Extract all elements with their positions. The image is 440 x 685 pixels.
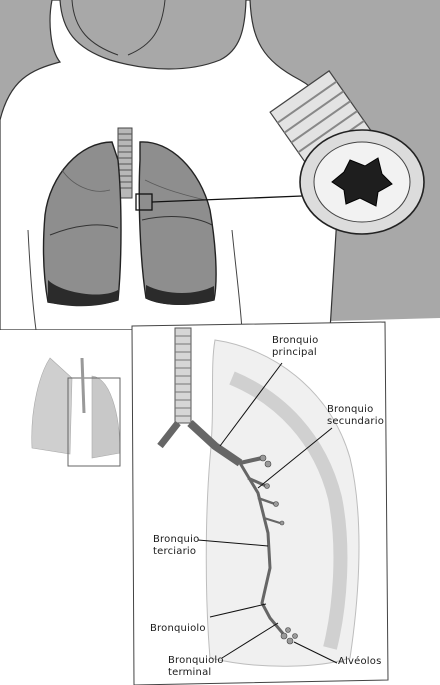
- bronchial-trachea: [175, 328, 191, 423]
- thumbnail-lungs: [32, 358, 120, 466]
- top-illustration: [0, 0, 440, 330]
- label-alveolos: Alvéolos: [338, 656, 382, 668]
- label-bronquio-terciario: Bronquio terciario: [153, 534, 199, 558]
- label-bronquio-principal: Bronquio principal: [272, 335, 318, 359]
- bottom-illustration: [0, 318, 440, 685]
- bronchial-tree-svg: [0, 318, 440, 685]
- label-bronquiolo: Bronquiolo: [150, 623, 206, 635]
- label-bronquio-secundario: Bronquio secundario: [327, 404, 384, 428]
- lungs-overview-svg: [0, 0, 440, 330]
- label-bronquiolo-terminal: Bronquiolo terminal: [168, 655, 224, 679]
